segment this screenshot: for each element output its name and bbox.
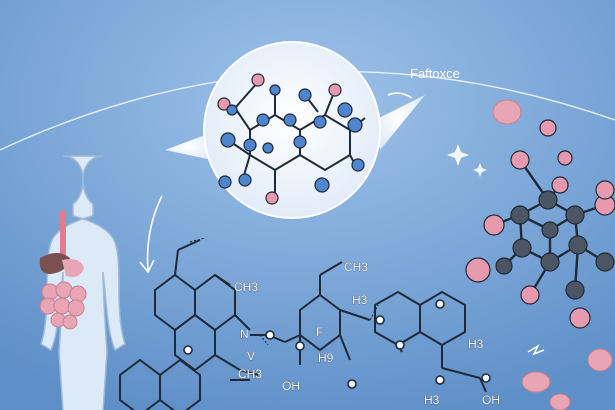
h3-right-label: H3 [468, 337, 484, 351]
stomach-icon [62, 259, 84, 277]
curved-arrow-icon [139, 92, 413, 274]
sparkle-icon [447, 144, 487, 177]
ch3-left-label: CH3 [234, 280, 258, 294]
floating-particles [492, 99, 613, 410]
intestine-icon [39, 281, 87, 330]
n-mark-label: N [240, 327, 249, 341]
esophagus [60, 210, 66, 260]
molecule-atoms [217, 73, 365, 205]
h3-bottom-label: H3 [424, 393, 440, 407]
f-mid-label: F [316, 325, 323, 339]
ch3-right-label: CH3 [344, 260, 368, 274]
liver-icon [39, 253, 70, 274]
structure-oxygen-atoms [183, 299, 491, 389]
oh-left-label: OH [282, 379, 300, 393]
v-mark-label: V [247, 349, 255, 363]
oh-right-label: OH [482, 393, 500, 407]
top-label: Faftoxce [410, 66, 460, 81]
ch3-lower-label: CH3 [238, 367, 262, 381]
cluster-molecule-icon [465, 119, 615, 329]
spark-mark-icon [527, 344, 545, 356]
h9-mid-label: H9 [318, 351, 334, 365]
structure-dashed-bonds [189, 237, 379, 346]
h3-mid-label: H3 [352, 293, 368, 307]
human-body-icon [39, 155, 126, 410]
